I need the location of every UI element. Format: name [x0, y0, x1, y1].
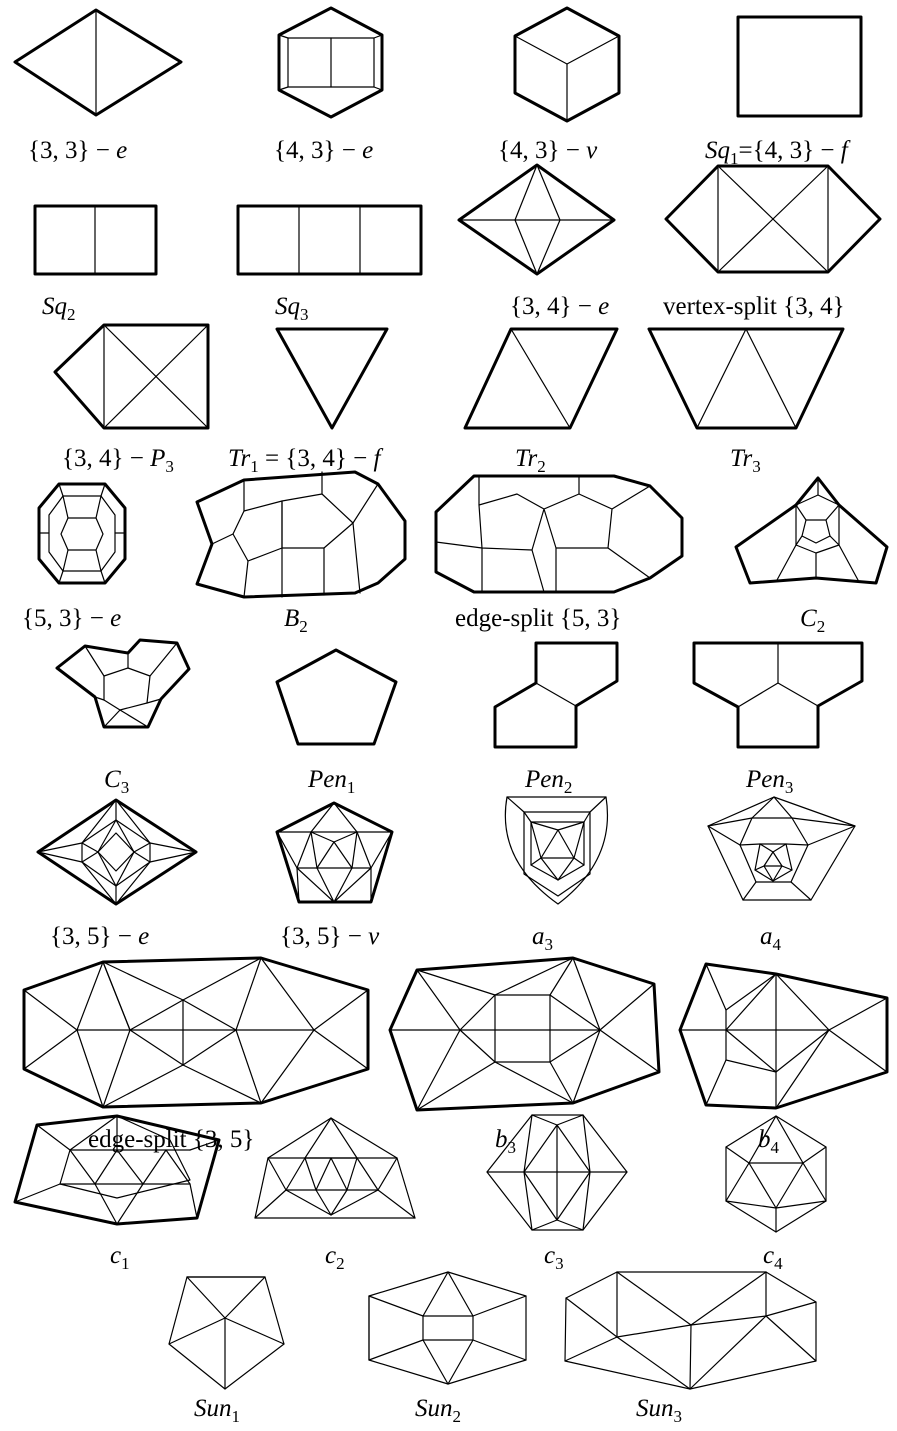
label-33-minus-e: {3, 3} − e — [28, 137, 127, 164]
label-pen2: Pen2 — [524, 766, 572, 797]
graph-34-minus-p3 — [53, 323, 210, 430]
graph-c3-triangulation — [486, 1114, 628, 1231]
label-sun1: Sun1 — [194, 1395, 240, 1426]
label-tr3: Tr3 — [730, 445, 761, 476]
graph-b2 — [195, 470, 407, 599]
graph-34-minus-e — [457, 163, 616, 276]
graph-pen3 — [692, 641, 864, 749]
graph-pen1 — [275, 648, 398, 746]
graph-tr1 — [275, 327, 389, 430]
graph-sun1 — [168, 1276, 285, 1390]
label-43-minus-v: {4, 3} − v — [498, 137, 598, 164]
label-sq2: Sq2 — [42, 293, 76, 324]
label-b2: B2 — [284, 605, 308, 636]
label-edge-split-35: edge-split {3, 5} — [88, 1126, 254, 1153]
label-a3: a3 — [532, 923, 553, 954]
graph-c3 — [55, 638, 191, 729]
label-pen3: Pen3 — [745, 766, 793, 797]
label-c1: c1 — [110, 1242, 130, 1273]
label-35-minus-e: {3, 5} − e — [50, 923, 149, 950]
label-tr2: Tr2 — [515, 445, 546, 476]
graph-33-minus-e — [13, 8, 183, 117]
label-c2: C2 — [800, 605, 825, 636]
label-c2-tri: c2 — [325, 1242, 345, 1273]
graph-43-minus-v — [513, 6, 621, 123]
graph-tr3 — [647, 327, 845, 430]
graph-sq1 — [736, 15, 863, 118]
graph-43-minus-e — [277, 6, 384, 119]
graph-pen2 — [493, 641, 619, 749]
label-pen1: Pen1 — [307, 766, 355, 797]
graph-sq3 — [236, 204, 423, 276]
graph-35-minus-v — [275, 801, 394, 904]
label-a4: a4 — [760, 923, 782, 954]
graph-c2 — [734, 476, 889, 585]
graph-vertex-split-34 — [664, 164, 882, 274]
graph-edge-split-53 — [434, 474, 684, 594]
label-35-minus-v: {3, 5} − v — [280, 923, 380, 950]
graph-c1 — [13, 1114, 221, 1226]
label-sq1: Sq1={4, 3} − f — [705, 137, 851, 168]
graph-tr2 — [463, 327, 619, 430]
graph-edge-split-35 — [22, 956, 370, 1109]
label-vertex-split-34: vertex-split {3, 4} — [663, 293, 845, 320]
graph-c2-triangulation — [254, 1117, 416, 1219]
label-53-minus-e: {5, 3} − e — [22, 605, 121, 632]
label-b4: b4 — [758, 1126, 780, 1157]
graph-sun3 — [564, 1271, 817, 1390]
graph-35-minus-e — [36, 798, 198, 906]
label-sq3: Sq3 — [275, 293, 309, 324]
label-c3: C3 — [104, 766, 129, 797]
label-43-minus-e: {4, 3} − e — [274, 137, 373, 164]
label-tr1: Tr1 = {3, 4} − f — [228, 445, 383, 476]
graph-b4 — [678, 962, 889, 1110]
graph-53-minus-e — [37, 482, 127, 585]
label-c4: c4 — [763, 1242, 783, 1273]
label-b3: b3 — [495, 1126, 516, 1157]
label-sun2: Sun2 — [415, 1395, 461, 1426]
graph-b3 — [388, 956, 661, 1112]
graph-c4 — [725, 1115, 827, 1233]
graph-a4 — [707, 796, 856, 901]
label-34-minus-e: {3, 4} − e — [510, 293, 609, 320]
label-c3-tri: c3 — [544, 1242, 564, 1273]
label-34-minus-p3: {3, 4} − P3 — [62, 445, 174, 476]
label-edge-split-53: edge-split {5, 3} — [455, 605, 621, 632]
graph-a3 — [504, 796, 609, 905]
graph-sq2 — [33, 204, 158, 276]
label-sun3: Sun3 — [636, 1395, 682, 1426]
graph-sun2 — [368, 1271, 527, 1385]
